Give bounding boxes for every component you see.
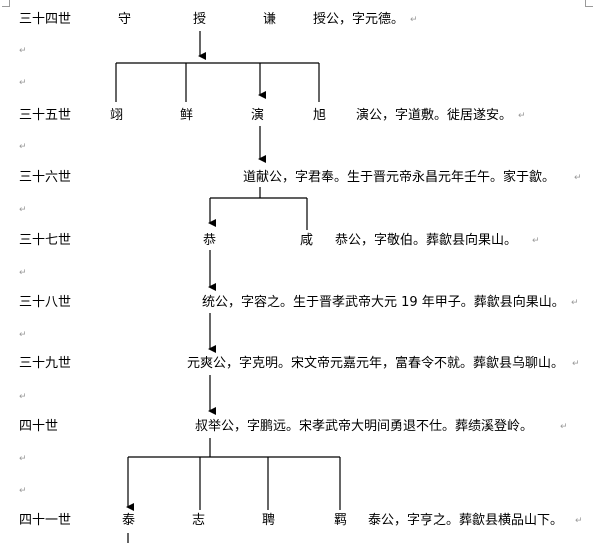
corner-mark-top-right [585,0,593,7]
paragraph-mark: ↵ [518,111,526,121]
generation-label: 三十八世 [19,295,72,310]
name-gong: 恭 [203,233,217,248]
name-xian: 鲜 [180,108,194,123]
name-shou: 守 [118,12,132,27]
generation-note: 演公，字道敷。徙居遂安。 [356,108,513,123]
paragraph-mark: ↵ [571,298,579,308]
paragraph-mark: ↵ [19,330,27,340]
generation-note: 叔举公，字鹏远。宋孝武帝大明间勇退不仕。葬绩溪登岭。 [195,419,534,434]
generation-label: 三十六世 [19,170,72,185]
name-yan: 演 [251,108,265,123]
name-ji: 羁 [334,513,348,528]
name-qian: 谦 [263,12,277,27]
generation-note: 恭公，字敬伯。葬歙县向果山。 [335,233,518,248]
paragraph-mark: ↵ [572,359,580,369]
corner-mark-top-left [2,0,10,7]
name-xian2: 咸 [300,233,314,248]
paragraph-mark: ↵ [574,173,582,183]
generation-label: 三十九世 [19,356,72,371]
generation-note: 元爽公，字克明。宋文帝元嘉元年，富春令不就。葬歙县乌聊山。 [187,356,565,371]
name-xu: 旭 [313,108,327,123]
generation-label: 四十一世 [19,513,72,528]
paragraph-mark: ↵ [575,516,583,526]
generation-note: 泰公，字亨之。葬歙县横品山下。 [368,513,564,528]
paragraph-mark: ↵ [19,78,27,88]
name-shou2: 授 [193,12,207,27]
name-tai: 泰 [122,513,136,528]
name-yi: 翊 [110,108,124,123]
paragraph-mark: ↵ [560,422,568,432]
generation-note: 授公，字元德。 [313,12,405,27]
paragraph-mark: ↵ [19,486,27,496]
generation-note: 道献公，字君奉。生于晋元帝永昌元年壬午。家于歙。 [243,170,556,185]
paragraph-mark: ↵ [19,392,27,402]
name-zhi: 志 [192,513,206,528]
name-pin: 聘 [262,513,276,528]
paragraph-mark: ↵ [410,15,418,25]
paragraph-mark: ↵ [19,142,27,152]
paragraph-mark: ↵ [19,454,27,464]
paragraph-mark: ↵ [19,205,27,215]
generation-label: 四十世 [19,419,59,434]
paragraph-mark: ↵ [19,268,27,278]
generation-label: 三十四世 [19,12,72,27]
generation-label: 三十七世 [19,233,72,248]
paragraph-mark: ↵ [532,236,540,246]
generation-label: 三十五世 [19,108,72,123]
paragraph-mark: ↵ [19,46,27,56]
generation-note: 统公，字容之。生于晋孝武帝大元 19 年甲子。葬歙县向果山。 [202,295,565,310]
